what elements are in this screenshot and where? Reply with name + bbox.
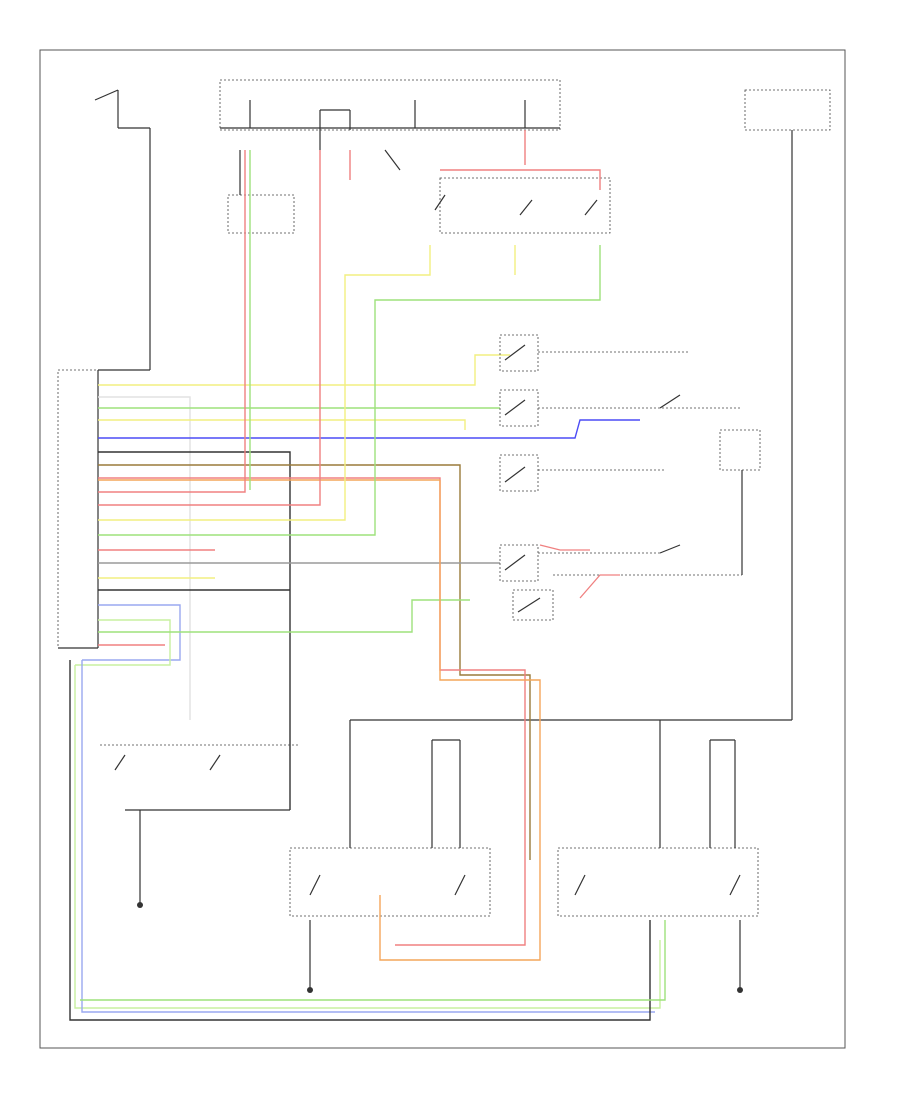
door-switch-network <box>553 394 761 576</box>
ignition-switch <box>94 89 151 371</box>
right-feed <box>350 89 831 721</box>
fuse-block <box>219 79 561 131</box>
door-lock-actuator-right <box>557 720 759 993</box>
feed-lines <box>249 130 601 490</box>
switch-2 <box>499 389 690 427</box>
harness-wires <box>75 150 640 946</box>
bottom-left-switches <box>100 744 300 908</box>
relay-center <box>319 109 401 171</box>
main-connector <box>57 369 99 649</box>
bottom-harness <box>69 480 666 1021</box>
red-drops <box>539 544 620 599</box>
relay-pair-right <box>434 177 611 234</box>
switch-5 <box>512 589 554 621</box>
control-module-left <box>227 150 295 234</box>
switch-1 <box>499 334 690 372</box>
switch-4 <box>499 544 660 582</box>
door-lock-actuator-left <box>289 720 491 993</box>
switch-3 <box>499 454 665 492</box>
diagram-frame <box>39 49 846 1049</box>
